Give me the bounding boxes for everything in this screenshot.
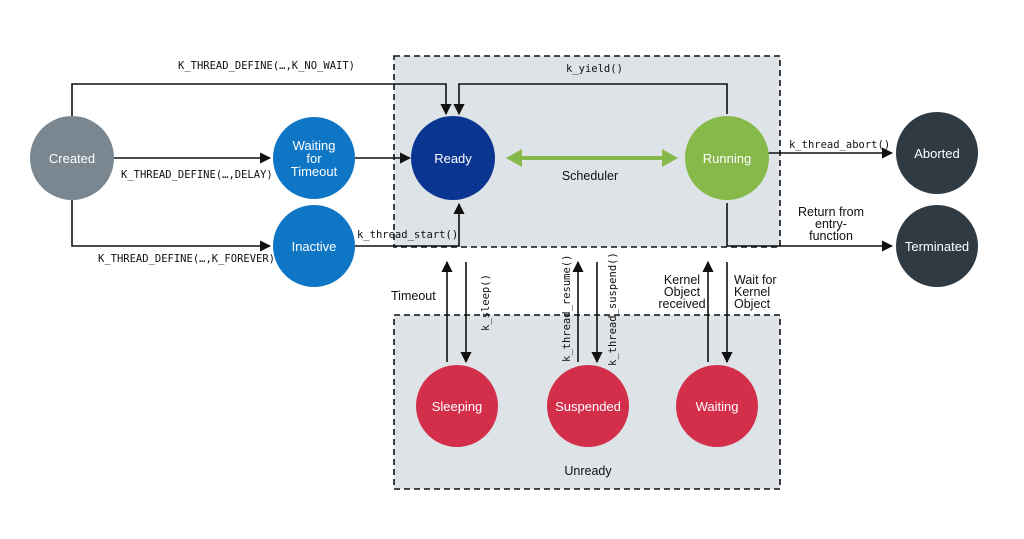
label-scheduler: Scheduler (562, 169, 618, 183)
node-aborted: Aborted (896, 112, 978, 194)
node-ready: Ready (411, 116, 495, 200)
label-return-from-line3: function (809, 229, 853, 243)
label-k-thread-resume: k_thread_resume() (561, 255, 573, 362)
label-k-delay: K_THREAD_DEFINE(…,DELAY) (121, 169, 273, 181)
edge-inactive-to-ready (355, 202, 465, 247)
node-terminated: Terminated (896, 205, 978, 287)
edge-running-to-ready-yield (453, 83, 728, 116)
edge-running-to-terminated (726, 203, 894, 252)
node-waiting-for-timeout: Waiting for Timeout (273, 117, 355, 199)
label-kernel-object-received-line1: Kernel (664, 273, 700, 287)
scheduler-arrowhead-left (506, 149, 522, 167)
node-sleeping: Sleeping (416, 365, 498, 447)
label-timeout: Timeout (391, 289, 436, 303)
node-waiting-timeout-line2: for (306, 151, 322, 166)
node-terminated-label: Terminated (905, 239, 969, 254)
label-k-thread-suspend: k_thread_suspend() (607, 252, 619, 366)
label-kernel-object-received-line2: Object (664, 285, 701, 299)
node-ready-label: Ready (434, 151, 472, 166)
node-created-label: Created (49, 151, 95, 166)
node-waiting: Waiting (676, 365, 758, 447)
label-return-from-line1: Return from (798, 205, 864, 219)
edge-created-to-ready-nowait (71, 83, 452, 118)
label-wait-for-kernel-object-line3: Object (734, 297, 771, 311)
label-k-thread-start: k_thread_start() (357, 229, 458, 241)
node-created: Created (30, 116, 114, 200)
label-k-yield: k_yield() (566, 63, 623, 75)
label-kernel-object-received-line3: received (658, 297, 705, 311)
label-wait-for-kernel-object-line1: Wait for (734, 273, 777, 287)
node-aborted-label: Aborted (914, 146, 960, 161)
node-waiting-label: Waiting (696, 399, 739, 414)
label-k-thread-abort: k_thread_abort() (789, 139, 890, 151)
label-unready: Unready (564, 464, 612, 478)
node-running-label: Running (703, 151, 751, 166)
node-suspended-label: Suspended (555, 399, 621, 414)
node-waiting-timeout-line3: Timeout (291, 164, 338, 179)
label-return-from-line2: entry- (815, 217, 847, 231)
node-sleeping-label: Sleeping (432, 399, 483, 414)
node-suspended: Suspended (547, 365, 629, 447)
label-k-sleep: k_sleep() (480, 274, 492, 331)
label-wait-for-kernel-object-line2: Kernel (734, 285, 770, 299)
node-running: Running (685, 116, 769, 200)
node-inactive: Inactive (273, 205, 355, 287)
edge-created-to-inactive (71, 198, 272, 252)
node-inactive-label: Inactive (292, 239, 337, 254)
node-waiting-timeout-line1: Waiting (293, 138, 336, 153)
label-k-forever: K_THREAD_DEFINE(…,K_FOREVER) (98, 253, 275, 265)
scheduler-arrowhead-right (662, 149, 678, 167)
label-k-no-wait: K_THREAD_DEFINE(…,K_NO_WAIT) (178, 60, 355, 72)
